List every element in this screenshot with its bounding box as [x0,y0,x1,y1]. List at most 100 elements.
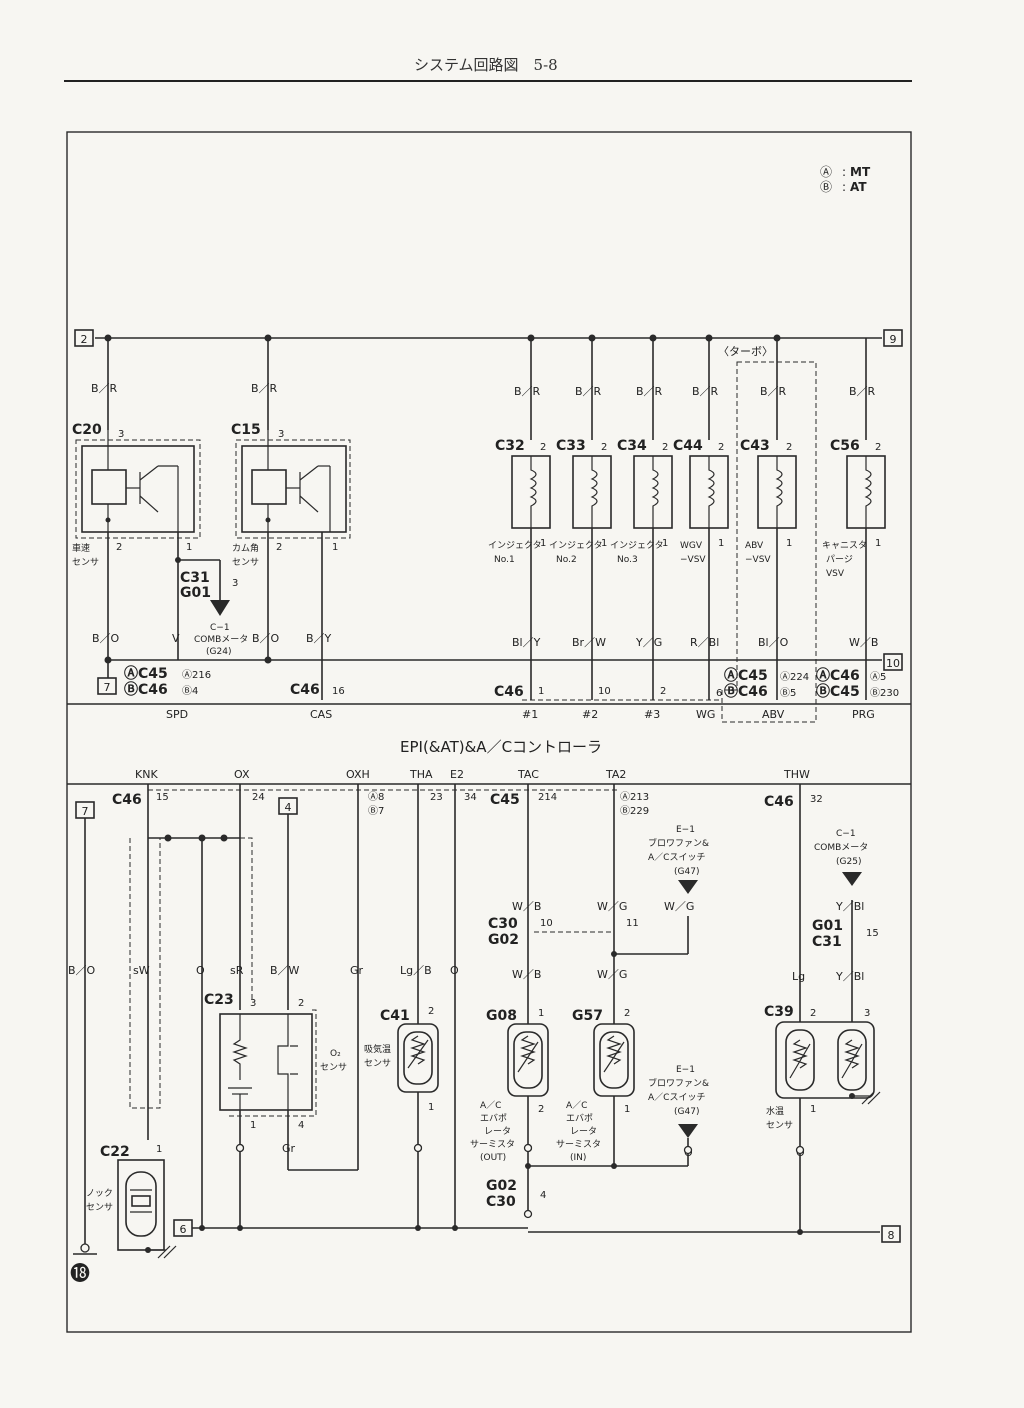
svg-text:10: 10 [540,918,553,929]
svg-text:15: 15 [156,792,169,803]
legend-at-mark: Ⓑ [820,180,832,194]
svg-text:水温: 水温 [766,1105,784,1117]
svg-text:2: 2 [875,442,881,453]
svg-text:1: 1 [624,1104,630,1115]
svg-text:C46: C46 [494,684,524,700]
svg-text:ブロワファン&: ブロワファン& [648,837,709,849]
svg-text:Ⓐ5: Ⓐ5 [870,671,886,683]
svg-text:ⒶC45: ⒶC45 [124,665,168,682]
c30-g02-connector: C30 G02 10 11 [488,916,639,948]
svg-text:センサ: センサ [72,557,99,568]
svg-text:4: 4 [285,801,292,814]
svg-text:パージ: パージ [826,554,853,565]
svg-text:A／Cスイッチ: A／Cスイッチ [648,1092,705,1103]
svg-text:Y／G: Y／G [635,636,662,649]
svg-text:センサ: センサ [232,557,259,568]
svg-text:PRG: PRG [852,708,875,721]
svg-text:A／C: A／C [480,1100,501,1111]
svg-text:Bl／Y: Bl／Y [512,636,541,649]
svg-text:C30: C30 [488,916,518,932]
svg-text:エバポ: エバポ [480,1113,507,1124]
svg-text:2: 2 [428,1006,434,1017]
blower-switch-bottom: E−1 ブロワファン& A／Cスイッチ (G47) [648,1065,709,1138]
controller-title: EPI(&AT)&A／Cコントローラ [400,738,602,756]
svg-text:1: 1 [538,686,544,697]
ground-symbol: ⓲ [70,1235,97,1285]
svg-text:C41: C41 [380,1008,410,1024]
svg-text:E−1: E−1 [676,1065,695,1075]
svg-text:E2: E2 [450,768,464,781]
intake-air-temp-sensor: C41 2 1 吸気温 センサ [364,1006,439,1113]
comb-meter-1-arrow [210,600,230,616]
svg-text:C30: C30 [486,1194,516,1210]
svg-text:W／G: W／G [664,900,694,913]
svg-text:KNK: KNK [135,768,158,781]
svg-text:W／B: W／B [512,968,541,981]
svg-text:ⒶC45: ⒶC45 [724,667,768,684]
svg-text:16: 16 [332,686,345,697]
svg-text:1: 1 [428,1102,434,1113]
svg-text:B／R: B／R [636,385,663,398]
terminal-7-upper [97,677,117,695]
svg-text:G02: G02 [486,1178,517,1194]
svg-text:3: 3 [118,429,124,440]
svg-text:TAC: TAC [517,768,539,781]
terminal-10 [883,653,903,671]
svg-text:Ⓑ230: Ⓑ230 [870,687,899,699]
svg-text:B／R: B／R [692,385,719,398]
lower-wire-labels: B／O sW O sR B／W Gr Lg／B O W／B W／G W／G Y／… [68,900,864,1159]
svg-text:B／R: B／R [91,382,118,395]
svg-text:15: 15 [866,928,879,939]
svg-text:3: 3 [250,998,256,1009]
svg-text:B／Y: B／Y [306,632,332,645]
terminal-9-label: 9 [890,333,897,346]
svg-text:インジェクタ: インジェクタ [488,540,542,551]
svg-text:C39: C39 [764,1004,794,1020]
svg-text:4: 4 [298,1120,304,1131]
svg-text:2: 2 [601,442,607,453]
svg-text:A／C: A／C [566,1100,587,1111]
svg-text:2: 2 [540,442,546,453]
svg-text:sW: sW [133,964,150,977]
svg-text:(G47): (G47) [674,867,699,877]
svg-text:ⒶC46: ⒶC46 [816,667,860,684]
svg-text:O: O [450,964,459,977]
svg-text:#1: #1 [522,708,538,721]
terminal-2-label: 2 [81,333,88,346]
svg-text:CAS: CAS [310,708,332,721]
svg-text:ⒷC46: ⒷC46 [124,681,168,698]
svg-text:OXH: OXH [346,768,370,781]
svg-text:11: 11 [626,918,639,929]
svg-text:ⒷC46: ⒷC46 [724,683,768,700]
svg-text:1: 1 [875,538,881,549]
svg-text:#3: #3 [644,708,660,721]
svg-text:B／R: B／R [760,385,787,398]
svg-text:2: 2 [624,1008,630,1019]
terminal-2 [74,329,94,347]
svg-text:インジェクタ: インジェクタ [549,540,603,551]
svg-text:センサ: センサ [86,1202,113,1213]
svg-text:C22: C22 [100,1144,130,1160]
diagram-frame [66,131,912,1333]
svg-text:C31: C31 [812,934,842,950]
svg-text:6: 6 [180,1223,187,1236]
svg-text:G08: G08 [486,1008,517,1024]
ecu-connectors-upper: ⒶC45 ⒷC46 Ⓐ216 Ⓑ4 C46 16 C46 1 10 2 6 ⒶC… [124,665,899,701]
svg-text:(IN): (IN) [570,1153,586,1163]
svg-text:(G25): (G25) [836,857,861,867]
turbo-label: 〈ターボ〉 [718,345,773,358]
svg-text:B／R: B／R [251,382,278,395]
svg-text:23: 23 [430,792,443,803]
svg-text:B／O: B／O [252,632,280,645]
svg-text:24: 24 [252,792,265,803]
svg-text:C−1: C−1 [836,829,856,839]
svg-text:車速: 車速 [72,542,90,554]
svg-text:Bl／O: Bl／O [758,636,789,649]
svg-text:2: 2 [276,542,282,553]
actuators: C32 2 1 インジェクタ No.1 C33 2 1 インジェクタ No.2 … [488,438,886,579]
svg-text:3: 3 [232,578,238,589]
svg-text:Ⓑ4: Ⓑ4 [182,685,198,697]
